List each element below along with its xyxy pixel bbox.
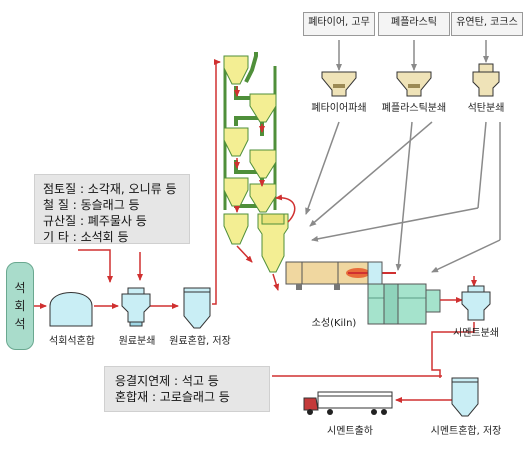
cement-truck-icon [303,391,393,415]
cement-additive-row: 응결지연제 : 석고 등 [115,374,219,388]
label-coal-mill: 석탄분쇄 [467,103,505,114]
cement-mill-icon [461,285,491,321]
cement-additives-box: 응결지연제 : 석고 등 혼합재 : 고로슬래그 등 [104,366,270,412]
label-plastic-grinder: 폐플라스틱분쇄 [381,103,447,114]
raw-material-limestone: 석 회 석 [6,262,34,350]
label-limestone-mixing: 석회석혼합 [49,336,95,347]
rotary-kiln [285,261,441,325]
preheater-tower [223,52,296,291]
limestone-mixing-icon [49,292,93,327]
label-cement-storage: 시멘트혼합, 저장 [430,426,502,437]
label-raw-storage: 원료혼합, 저장 [169,336,231,347]
coal-mill-icon [472,63,500,97]
additive-row: 규산질 : 폐주물사 등 [43,214,147,228]
source-box-coal: 유연탄, 코크스 [451,12,523,36]
label-raw-mill: 원료분쇄 [118,336,156,347]
label-kiln: 소성(Kiln) [311,318,357,329]
clinker-flow-lines [272,276,477,403]
additive-row: 점토질 : 소각재, 오니류 등 [43,182,177,196]
cement-storage-silo-icon [451,377,479,417]
source-box-tire: 폐타이어, 고무 [303,12,375,36]
tire-shredder-icon [321,71,357,97]
fuel-flow-lines [305,121,501,273]
additives-box: 점토질 : 소각재, 오니류 등 철 질 : 동슬래그 등 규산질 : 폐주물사… [34,174,190,244]
source-box-plastic: 폐플라스틱 [378,12,450,36]
label-tire-shredder: 폐타이어파쇄 [311,103,367,114]
raw-mill-icon [121,287,151,327]
label-shipping: 시멘트출하 [327,426,373,437]
plastic-grinder-icon [396,71,432,97]
raw-storage-silo-icon [183,287,211,329]
label-cement-mill: 시멘트분쇄 [453,328,499,339]
cement-additive-row: 혼합재 : 고로슬래그 등 [115,390,230,404]
raw-flow-lines [34,59,221,309]
top-source-lines [336,40,489,71]
additive-row: 철 질 : 동슬래그 등 [43,198,140,212]
additive-row: 기 타 : 소석회 등 [43,230,129,244]
